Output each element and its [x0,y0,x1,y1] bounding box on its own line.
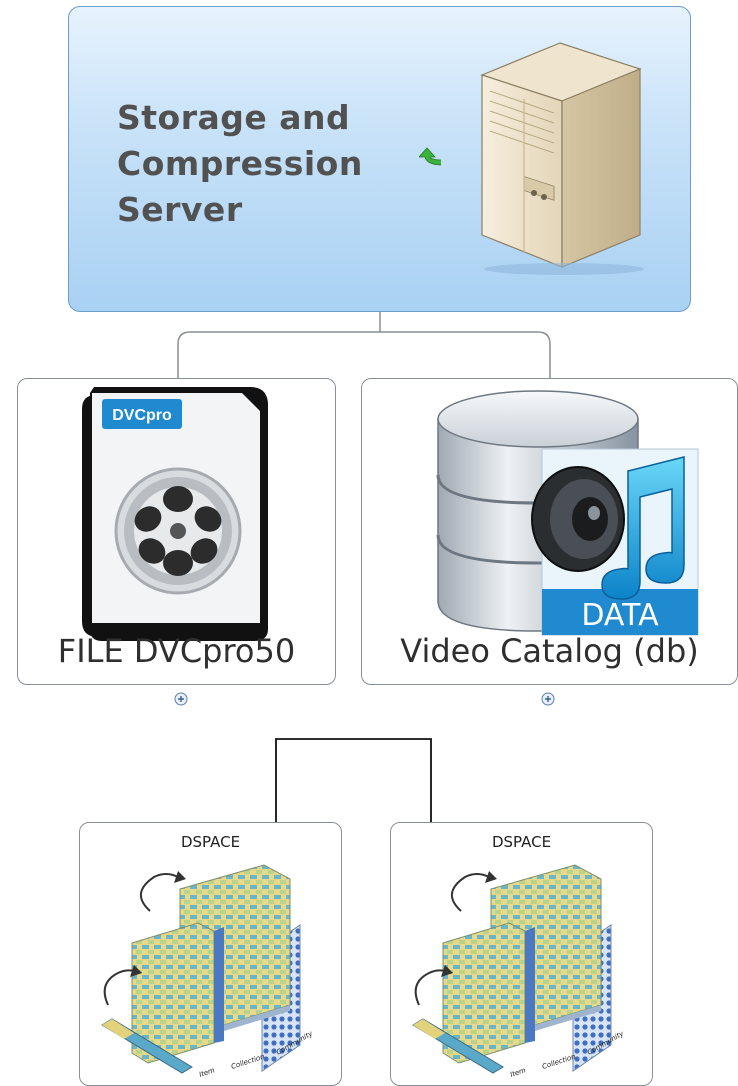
dvcpro-badge-text: DVCpro [112,407,172,424]
root-node-storage-server[interactable]: Storage and Compression Server [68,6,691,312]
dspace-hierarchy-icon: Item Collection Community [412,864,626,1079]
root-node-title: Storage and Compression Server [117,98,363,229]
caption-item: Item [198,1066,216,1079]
node-label-catalog: Video Catalog (db) [400,632,699,670]
data-badge-text: DATA [581,598,659,633]
server-icon [480,42,644,275]
caption-item: Item [509,1066,527,1079]
dvcpro-file-icon: DVCpro [82,387,268,641]
dspace-hierarchy-icon: Item Collection Community [101,864,315,1079]
node-dspace-1[interactable]: DSPACE Item Collectio [79,822,342,1086]
node-label-file: FILE DVCpro50 [57,632,296,670]
expand-icon[interactable] [541,692,555,706]
node-dspace-2[interactable]: DSPACE Item Collection Community [390,822,653,1086]
node-video-catalog[interactable]: DATA Video Catalog (db) [361,378,738,685]
node-file-dvcpro50[interactable]: DVCpro FILE DVCpro50 [17,378,336,685]
up-arrow-icon [419,147,441,166]
expand-icon[interactable] [174,692,188,706]
caption-collection: Collection [541,1053,576,1071]
dspace-title: DSPACE [491,833,552,851]
dspace-title: DSPACE [180,833,241,851]
caption-collection: Collection [230,1053,265,1071]
database-audio-icon: DATA [436,390,699,636]
